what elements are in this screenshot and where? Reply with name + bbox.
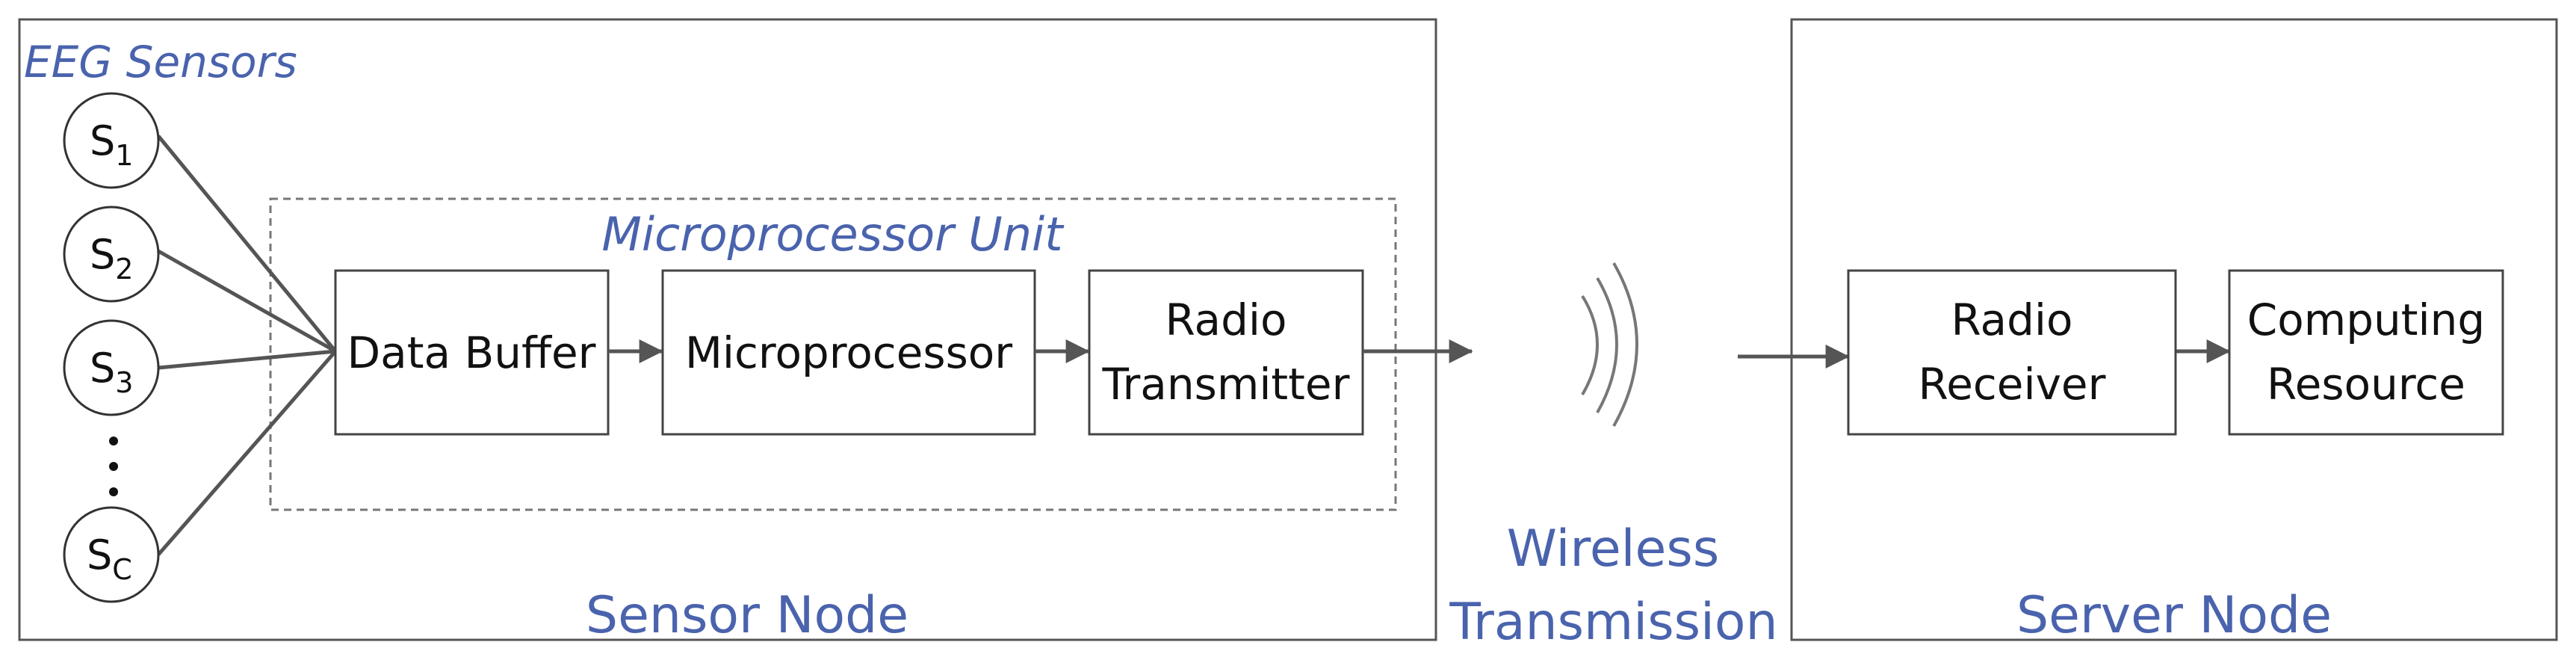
radio-transmitter-label-line1: Radio	[1165, 295, 1287, 345]
sensor-base: S	[90, 345, 115, 392]
sensor-line-c	[157, 350, 337, 556]
microprocessor-unit-title: Microprocessor Unit	[601, 207, 1065, 262]
sensor-base: S	[87, 531, 112, 579]
sensor-sub: 1	[115, 139, 133, 172]
sensors-title: EEG Sensors	[24, 37, 297, 87]
computing-resource-label-line2: Resource	[2267, 359, 2465, 410]
radio-transmitter-block	[1088, 269, 1364, 436]
sensor-circle	[63, 92, 160, 189]
svg-text:S3: S3	[90, 345, 133, 399]
microprocessor-block	[661, 269, 1036, 436]
svg-text:SC: SC	[87, 531, 132, 586]
flow-arrows	[608, 339, 2231, 368]
sensor-circle	[63, 206, 160, 303]
sensor-lines	[157, 135, 337, 556]
sensor-node-frame	[18, 18, 1437, 641]
radio-receiver-label-line2: Receiver	[1919, 359, 2106, 410]
sensor-sub: 3	[115, 366, 133, 399]
microprocessor-label: Microprocessor	[685, 327, 1012, 378]
wireless-label-line2: Transmission	[1449, 593, 1777, 652]
sensor-circle	[63, 319, 160, 416]
computing-resource-label-line1: Computing	[2247, 295, 2486, 345]
sensor-s3: S3	[63, 319, 160, 416]
radio-transmitter-label-line2: Transmitter	[1102, 359, 1350, 410]
microprocessor-unit-frame	[269, 197, 1397, 511]
sensor-node-label: Sensor Node	[586, 586, 908, 645]
sensor-base: S	[90, 117, 115, 164]
sensor-line-3	[158, 349, 336, 370]
sensor-circle	[63, 506, 160, 603]
sensor-line-1	[157, 135, 337, 353]
computing-resource-block	[2228, 269, 2504, 436]
wireless-waves-icon	[1581, 262, 1638, 427]
radio-receiver-block	[1847, 269, 2177, 436]
server-node-label: Server Node	[2016, 586, 2332, 645]
sensor-ellipsis	[109, 437, 118, 496]
sensor-s1: S1	[63, 92, 160, 189]
data-buffer-label: Data Buffer	[347, 327, 596, 378]
sensor-sub: C	[112, 553, 132, 586]
svg-text:S2: S2	[90, 231, 133, 286]
sensor-sub: 2	[115, 253, 133, 286]
wireless-label-line1: Wireless	[1507, 519, 1720, 579]
radio-receiver-label-line1: Radio	[1951, 295, 2073, 345]
server-node-frame	[1790, 18, 2558, 641]
sensor-sc: SC	[63, 506, 160, 603]
sensor-line-2	[157, 249, 337, 354]
sensor-s2: S2	[63, 206, 160, 303]
svg-text:S1: S1	[90, 117, 133, 172]
sensor-base: S	[90, 231, 115, 278]
